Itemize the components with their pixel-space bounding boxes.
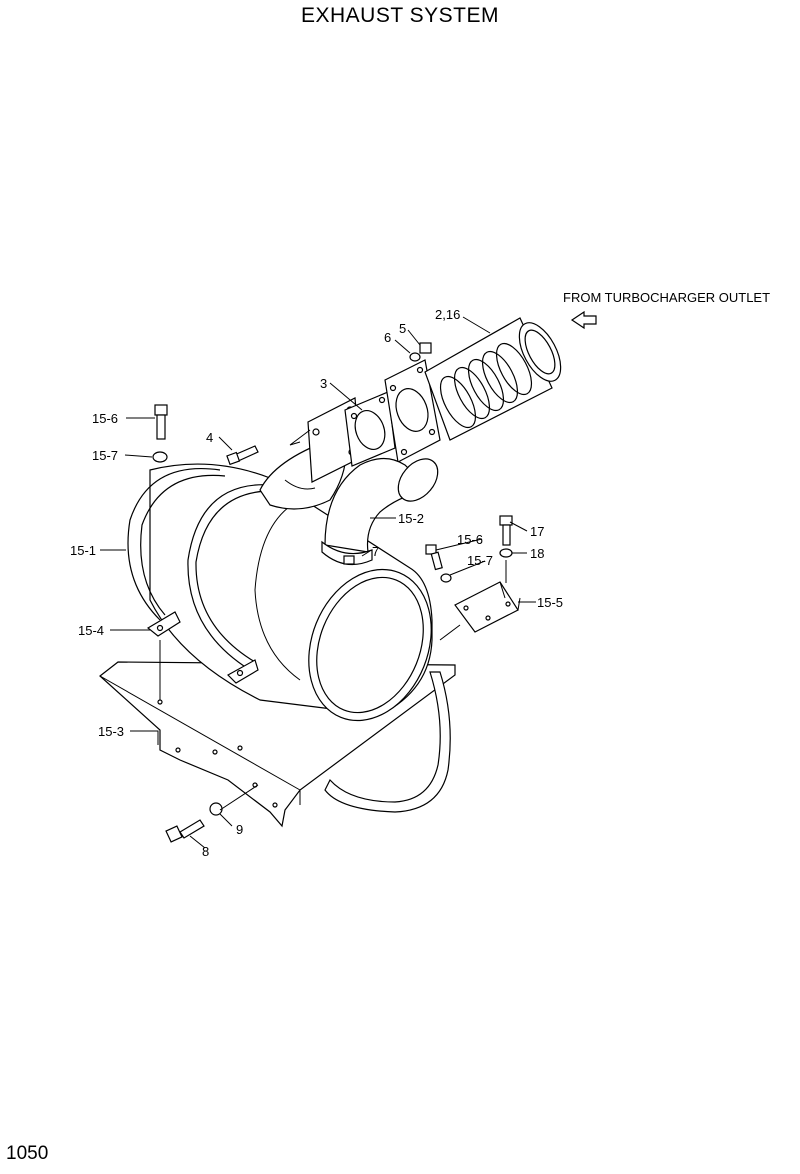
callout-15-6-right: 15-6 [457,532,483,547]
bolt-8 [165,819,205,843]
washer-6 [409,352,421,362]
page-number: 1050 [6,1143,49,1164]
elbow-15-2 [321,457,439,566]
callout-15-7-left: 15-7 [92,448,118,463]
bellows-2-16 [424,317,562,441]
callout-6: 6 [384,330,391,345]
callout-4: 4 [206,430,213,445]
bracket-15-5 [454,581,521,633]
callout-15-1: 15-1 [70,543,96,558]
nut-5 [419,342,432,354]
callout-8: 8 [202,844,209,859]
washer-15-7-left [152,451,168,463]
leader-lines [100,316,536,849]
muffler-15-1 [127,463,433,722]
washer-9 [209,802,223,816]
page-title: EXHAUST SYSTEM [301,4,499,27]
saddle-band [324,671,451,813]
direction-arrow-icon [570,310,597,330]
callout-7: 7 [372,544,379,559]
callout-15-4: 15-4 [78,623,104,638]
bolt-15-6-left [154,404,168,440]
callout-15-7-right: 15-7 [467,553,493,568]
callout-17: 17 [530,524,544,539]
washer-18 [499,548,513,558]
washer-15-7-right [440,573,452,583]
gasket-3 [344,391,396,467]
callout-5: 5 [399,321,406,336]
callout-2-16: 2,16 [435,307,460,322]
callout-3: 3 [320,376,327,391]
callout-15-3: 15-3 [98,724,124,739]
bolt-4 [226,445,259,466]
bolt-17 [499,515,513,546]
note-from-turbocharger: FROM TURBOCHARGER OUTLET [563,290,770,305]
callout-15-2: 15-2 [398,511,424,526]
callout-15-6-left: 15-6 [92,411,118,426]
callout-9: 9 [236,822,243,837]
flange-bellows [384,359,441,463]
callout-15-5: 15-5 [537,595,563,610]
callout-18: 18 [530,546,544,561]
